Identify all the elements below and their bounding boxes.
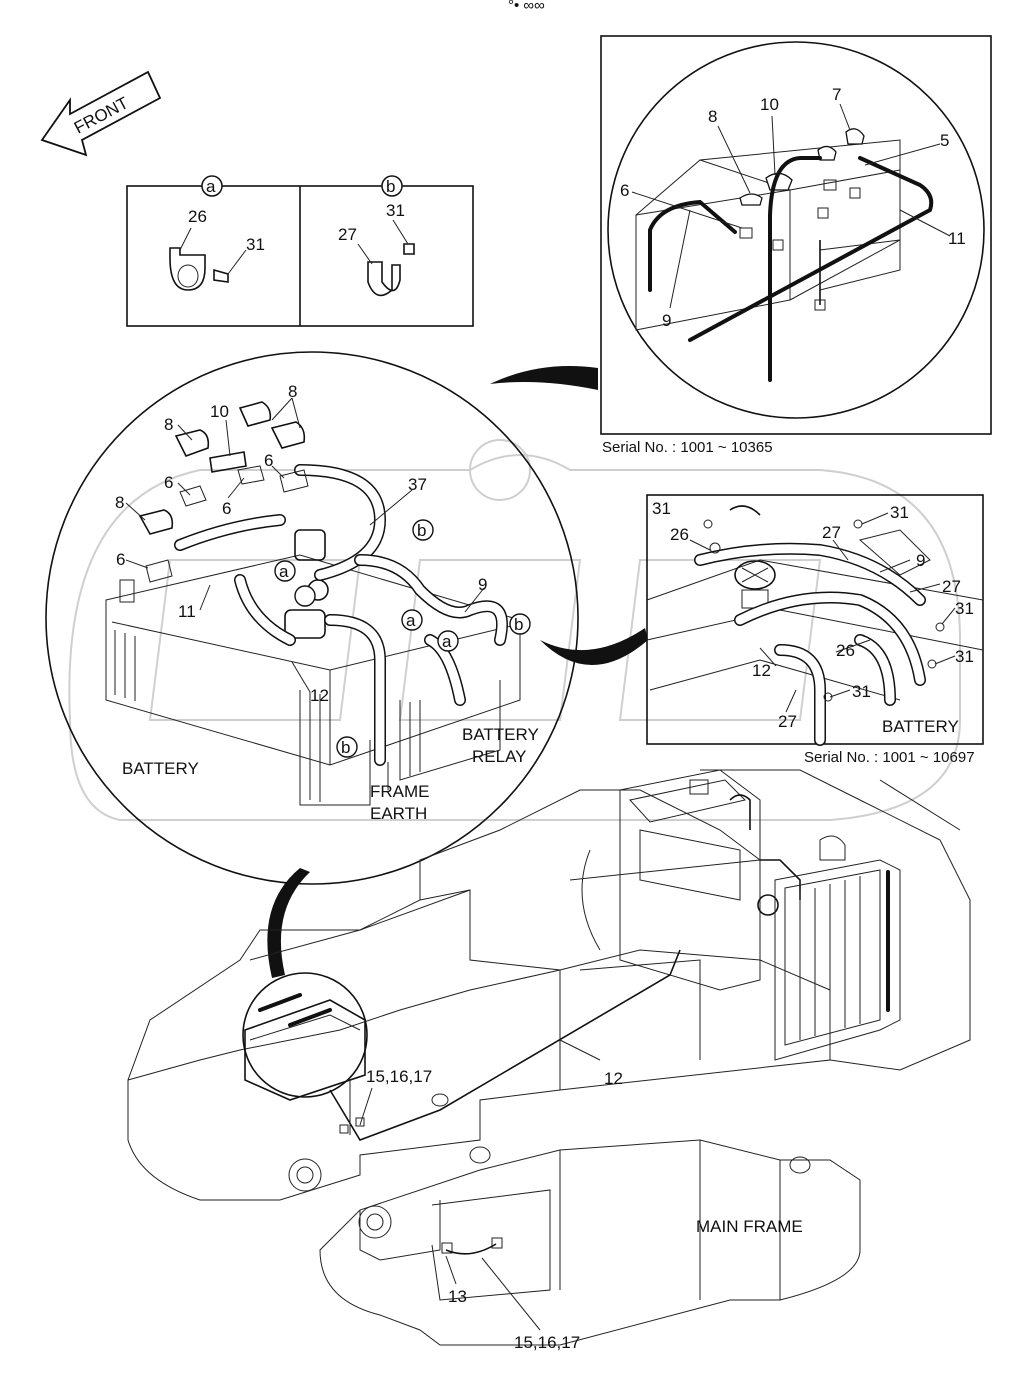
inset-tr-part-6: 6 [620,181,629,200]
main-part-6a: 6 [264,451,273,470]
inset-mr-part-27a: 27 [822,523,841,542]
inset-mr-part-31a: 31 [652,499,671,518]
inset-mr-serial: Serial No. : 1001 ~ 10697 [804,749,975,766]
inset-mid-right [646,494,984,746]
earth-caption-1: FRAME [370,782,430,801]
inset-mr-part-31c: 31 [955,599,974,618]
inset-mr-part-9: 9 [916,551,925,570]
inset-mr-part-26b: 26 [836,641,855,660]
inset-mr-caption: BATTERY [882,717,959,736]
tag-a-2: a [406,611,416,630]
main-frame-caption: MAIN FRAME [696,1217,803,1236]
inset-mr-part-12: 12 [752,661,771,680]
main-circle [45,351,579,885]
machine-part-12: 12 [604,1069,623,1088]
machine-part-13: 13 [448,1287,467,1306]
inset-tr-part-9: 9 [662,311,671,330]
main-part-10: 10 [210,402,229,421]
relay-caption-2: RELAY [472,747,527,766]
tag-b-3: b [341,738,350,757]
relay-caption-1: BATTERY [462,725,539,744]
inset-mr-part-31e: 31 [852,682,871,701]
machine-part-15-16-17b: 15,16,17 [514,1333,580,1352]
main-part-6c: 6 [222,499,231,518]
machine-frame [127,769,971,1346]
inset-mr-part-31d: 31 [955,647,974,666]
detail-box: a b 26 31 31 27 [126,175,474,327]
top-marker: °• ∞∞ [508,0,545,14]
detail-b-tag: b [386,177,395,196]
inset-tr-part-8: 8 [708,107,717,126]
main-part-37: 37 [408,475,427,494]
inset-tr-part-7: 7 [832,85,841,104]
inset-mr-part-27c: 27 [778,712,797,731]
earth-caption-2: EARTH [370,804,427,823]
pointer-arrow-down [267,868,310,978]
main-part-6d: 6 [116,550,125,569]
main-part-8a: 8 [288,382,297,401]
main-part-8c: 8 [115,493,124,512]
machine-part-15-16-17a: 15,16,17 [366,1067,432,1086]
battery-caption: BATTERY [122,759,199,778]
front-arrow: FRONT [40,70,162,157]
main-part-8b: 8 [164,415,173,434]
tag-a-1: a [279,562,289,581]
inset-mr-part-31b: 31 [890,503,909,522]
detail-a-part-2: 31 [246,235,265,254]
tag-markers [274,519,531,758]
inset-tr-serial: Serial No. : 1001 ~ 10365 [602,439,773,456]
detail-b-part-2: 27 [338,225,357,244]
main-part-11: 11 [178,602,196,621]
clamp-b-icon [357,219,415,297]
tag-b-2: b [514,615,523,634]
inset-tr-part-11: 11 [948,229,966,248]
pointer-arrow-top [490,366,598,390]
detail-a-tag: a [206,177,216,196]
detail-a-part-1: 26 [188,207,207,226]
inset-tr-part-5: 5 [940,131,949,150]
main-part-12: 12 [310,686,329,705]
detail-b-part-1: 31 [386,201,405,220]
main-part-9: 9 [478,575,487,594]
inset-tr-part-10: 10 [760,95,779,114]
tag-a-3: a [442,632,452,651]
tag-b-1: b [417,521,426,540]
pointer-arrow-mid [540,628,648,665]
inset-top-right [600,35,992,435]
main-part-6b: 6 [164,473,173,492]
inset-mr-part-26a: 26 [670,525,689,544]
inset-mr-part-27b: 27 [942,577,961,596]
clamp-a-icon [169,227,247,291]
